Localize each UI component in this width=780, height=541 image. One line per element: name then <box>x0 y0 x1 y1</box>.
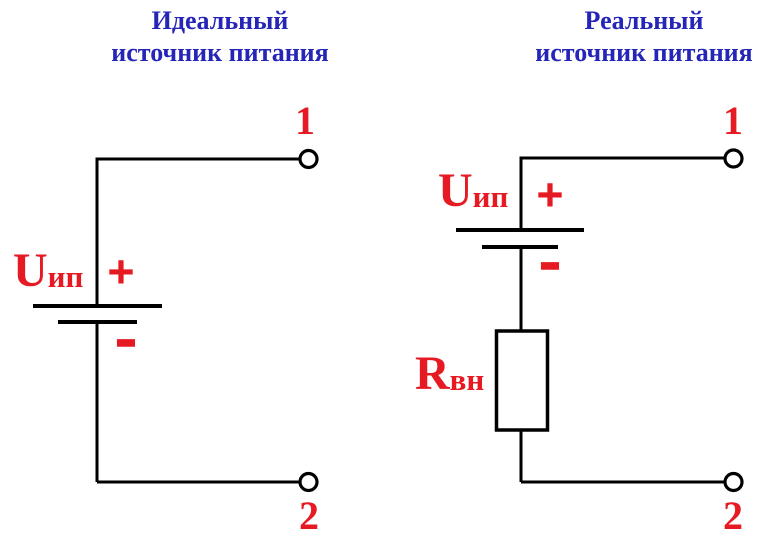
left-terminal-2-label: 2 <box>299 493 319 538</box>
left-title-line2: источник питания <box>111 38 329 67</box>
right-circuit-title: Реальный источник питания <box>444 5 780 69</box>
left-title-line1: Идеальный <box>151 6 289 35</box>
right-minus-sign: - <box>539 227 561 293</box>
resistance-subscript: вн <box>449 362 485 397</box>
right-terminal-2-node <box>723 471 744 493</box>
internal-resistor-body <box>494 329 550 432</box>
right-voltage-label: Uип <box>438 167 508 215</box>
right-voltage-symbol: U <box>438 164 473 217</box>
real-source-circuit <box>456 148 744 493</box>
left-plus-sign: + <box>107 246 135 297</box>
left-terminal-2-node <box>298 471 319 493</box>
right-terminal-1-node <box>723 148 744 169</box>
resistance-symbol: R <box>415 347 450 400</box>
right-voltage-subscript: ип <box>472 179 509 214</box>
right-title-line1: Реальный <box>584 6 704 35</box>
internal-resistance-label: Rвн <box>415 350 484 398</box>
left-voltage-subscript: ип <box>47 259 84 294</box>
right-terminal-1-label: 1 <box>723 98 743 143</box>
ideal-source-circuit <box>33 148 319 493</box>
left-voltage-symbol: U <box>13 244 48 297</box>
left-circuit-title: Идеальный источник питания <box>20 5 420 69</box>
left-terminal-1-label: 1 <box>295 98 315 143</box>
left-minus-sign: - <box>115 304 137 370</box>
right-terminal-2-label: 2 <box>723 493 743 538</box>
left-voltage-label: Uип <box>13 247 83 295</box>
right-plus-sign: + <box>536 169 564 220</box>
left-terminal-1-node <box>298 148 319 170</box>
right-title-line2: источник питания <box>535 38 753 67</box>
